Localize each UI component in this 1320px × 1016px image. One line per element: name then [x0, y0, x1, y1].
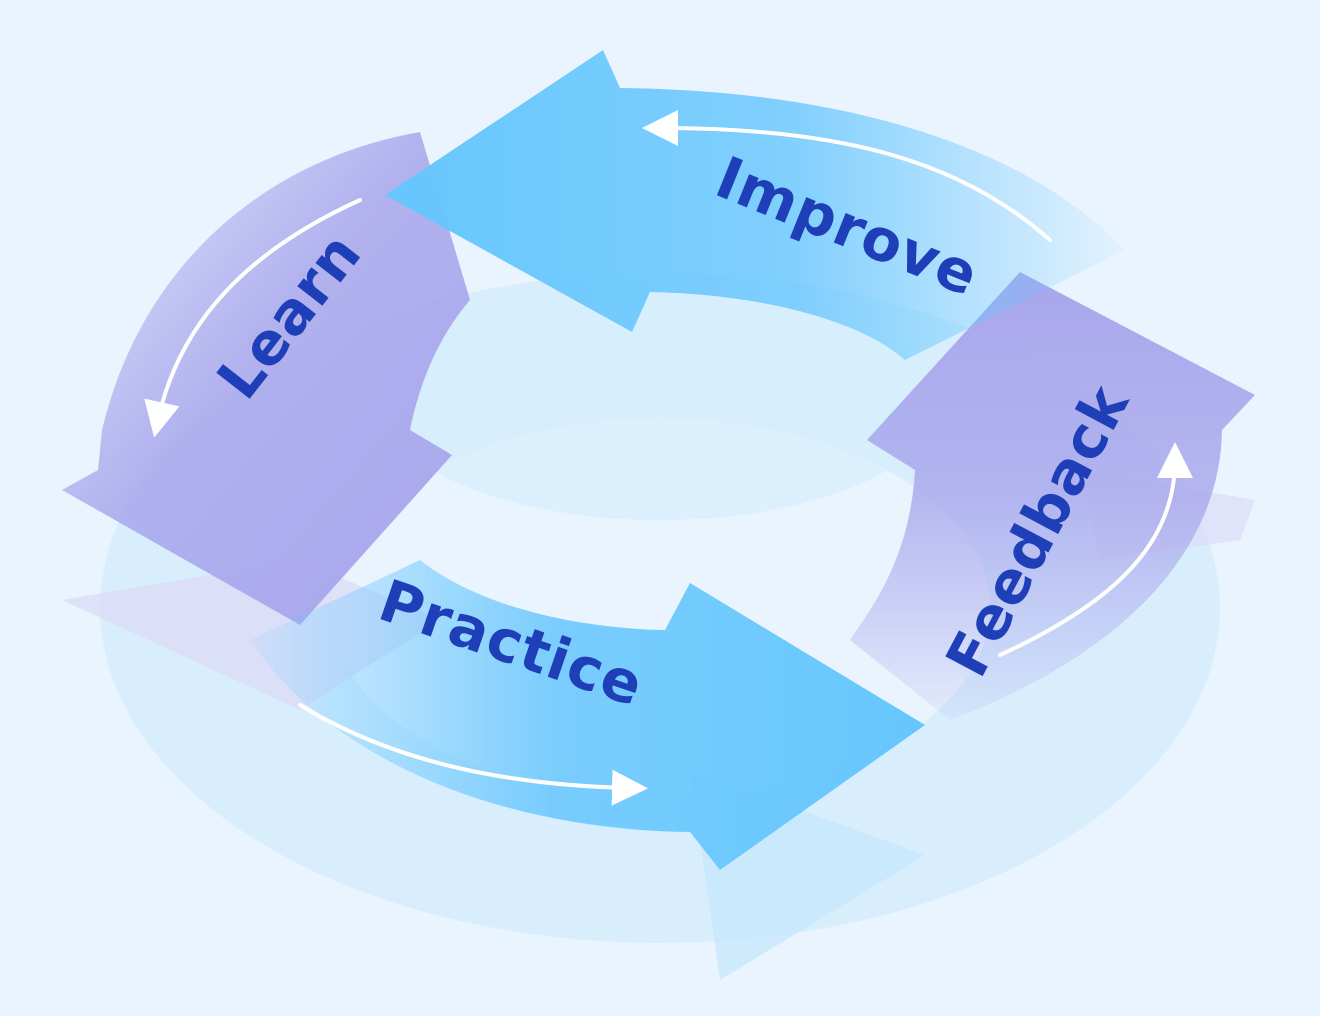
feedback-flow-line: [998, 442, 1193, 657]
stage-learn: Learn: [62, 132, 470, 625]
learn-band: [62, 132, 470, 625]
inner-ring: [380, 280, 940, 520]
improve-flow-line: [642, 110, 1052, 242]
stage-improve: Improve: [385, 50, 1125, 360]
practice-band: [250, 560, 925, 870]
stage-practice: Practice: [250, 560, 925, 870]
improve-band: [385, 50, 1125, 360]
feedback-band: [850, 272, 1255, 720]
practice-flow-line: [298, 703, 648, 806]
learn-flow-line: [144, 198, 362, 438]
